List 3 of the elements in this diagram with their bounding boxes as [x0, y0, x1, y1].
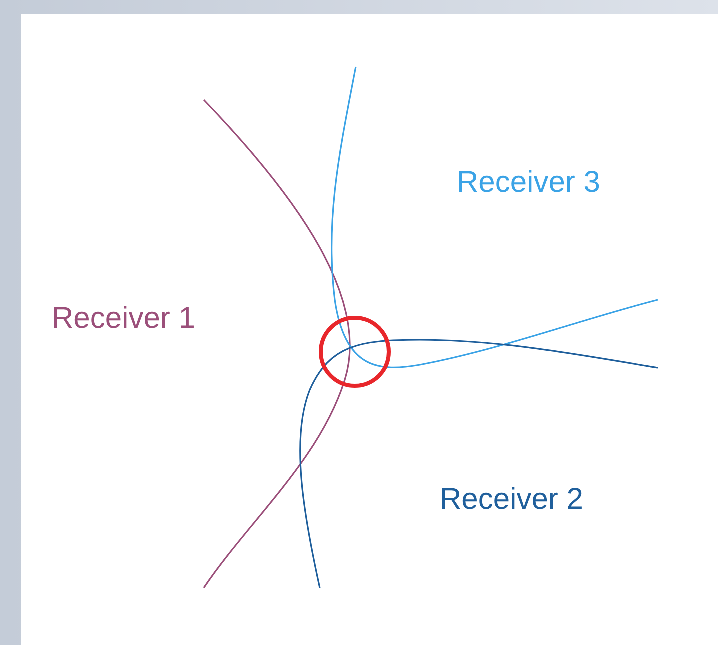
- receiver-label: Receiver 2: [440, 485, 584, 515]
- receiver-label: Receiver 1: [52, 304, 196, 334]
- receiver-label: Receiver 3: [457, 168, 600, 198]
